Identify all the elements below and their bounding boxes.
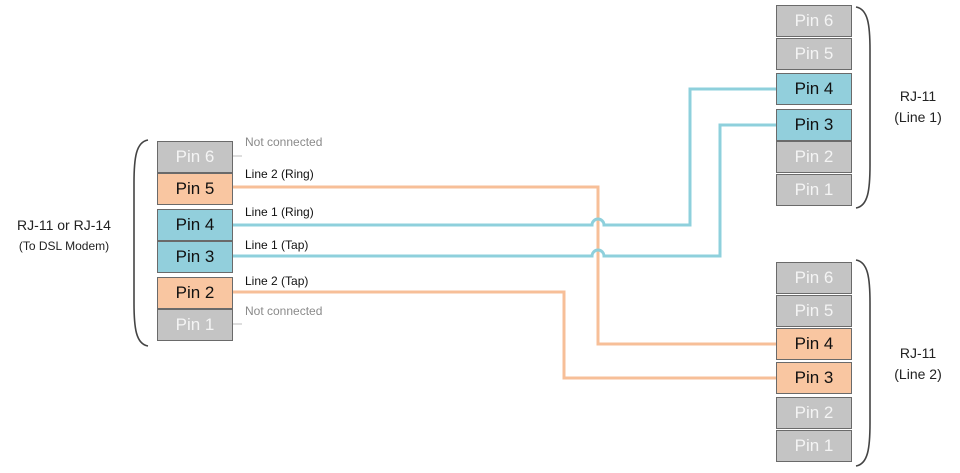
wire-line1-tap <box>233 123 776 258</box>
right-bottom-connector-type: RJ-11 <box>899 345 937 361</box>
line2-pin-6: Pin 6 <box>776 262 852 294</box>
line2-pin-3: Pin 3 <box>776 362 852 394</box>
line1-pin-5: Pin 5 <box>776 38 852 70</box>
right-bottom-connector-label: RJ-11 (Line 2) <box>878 343 958 385</box>
left-pin-6: Pin 6 <box>157 141 233 173</box>
line2-pin-2: Pin 2 <box>776 397 852 429</box>
left-pin-2: Pin 2 <box>157 277 233 309</box>
right-top-connector-line: (Line 1) <box>894 109 942 125</box>
left-pin-3: Pin 3 <box>157 241 233 273</box>
wire-line2-ring <box>233 185 776 346</box>
line1-pin-4: Pin 4 <box>776 73 852 105</box>
line1-pin-2: Pin 2 <box>776 141 852 173</box>
wire-label-pin3: Line 1 (Tap) <box>245 238 309 252</box>
wire-label-pin4: Line 1 (Ring) <box>245 205 314 219</box>
line2-pin-1: Pin 1 <box>776 430 852 462</box>
right-bottom-connector-bracket <box>855 259 871 467</box>
line1-pin-3: Pin 3 <box>776 109 852 141</box>
right-bottom-connector-line: (Line 2) <box>894 366 942 382</box>
left-pin-1: Pin 1 <box>157 309 233 341</box>
left-connector-bracket <box>133 139 149 347</box>
left-pin-4: Pin 4 <box>157 209 233 241</box>
line2-pin-4: Pin 4 <box>776 328 852 360</box>
left-connector-type: RJ-11 or RJ-14 <box>17 217 111 233</box>
line1-pin-6: Pin 6 <box>776 5 852 37</box>
wire-line1-ring <box>233 87 776 227</box>
wire-label-pin5: Line 2 (Ring) <box>245 167 314 181</box>
wire-line2-tap <box>233 290 776 380</box>
wire-label-pin1: Not connected <box>245 304 323 318</box>
right-top-connector-type: RJ-11 <box>899 88 937 104</box>
line1-pin-1: Pin 1 <box>776 174 852 206</box>
left-connector-label: RJ-11 or RJ-14 (To DSL Modem) <box>0 215 128 257</box>
wire-label-pin6: Not connected <box>245 135 323 149</box>
line2-pin-5: Pin 5 <box>776 295 852 327</box>
right-top-connector-label: RJ-11 (Line 1) <box>878 86 958 128</box>
right-top-connector-bracket <box>855 6 871 209</box>
left-pin-5: Pin 5 <box>157 173 233 205</box>
left-connector-purpose: (To DSL Modem) <box>18 239 110 253</box>
wire-label-pin2: Line 2 (Tap) <box>245 274 309 288</box>
